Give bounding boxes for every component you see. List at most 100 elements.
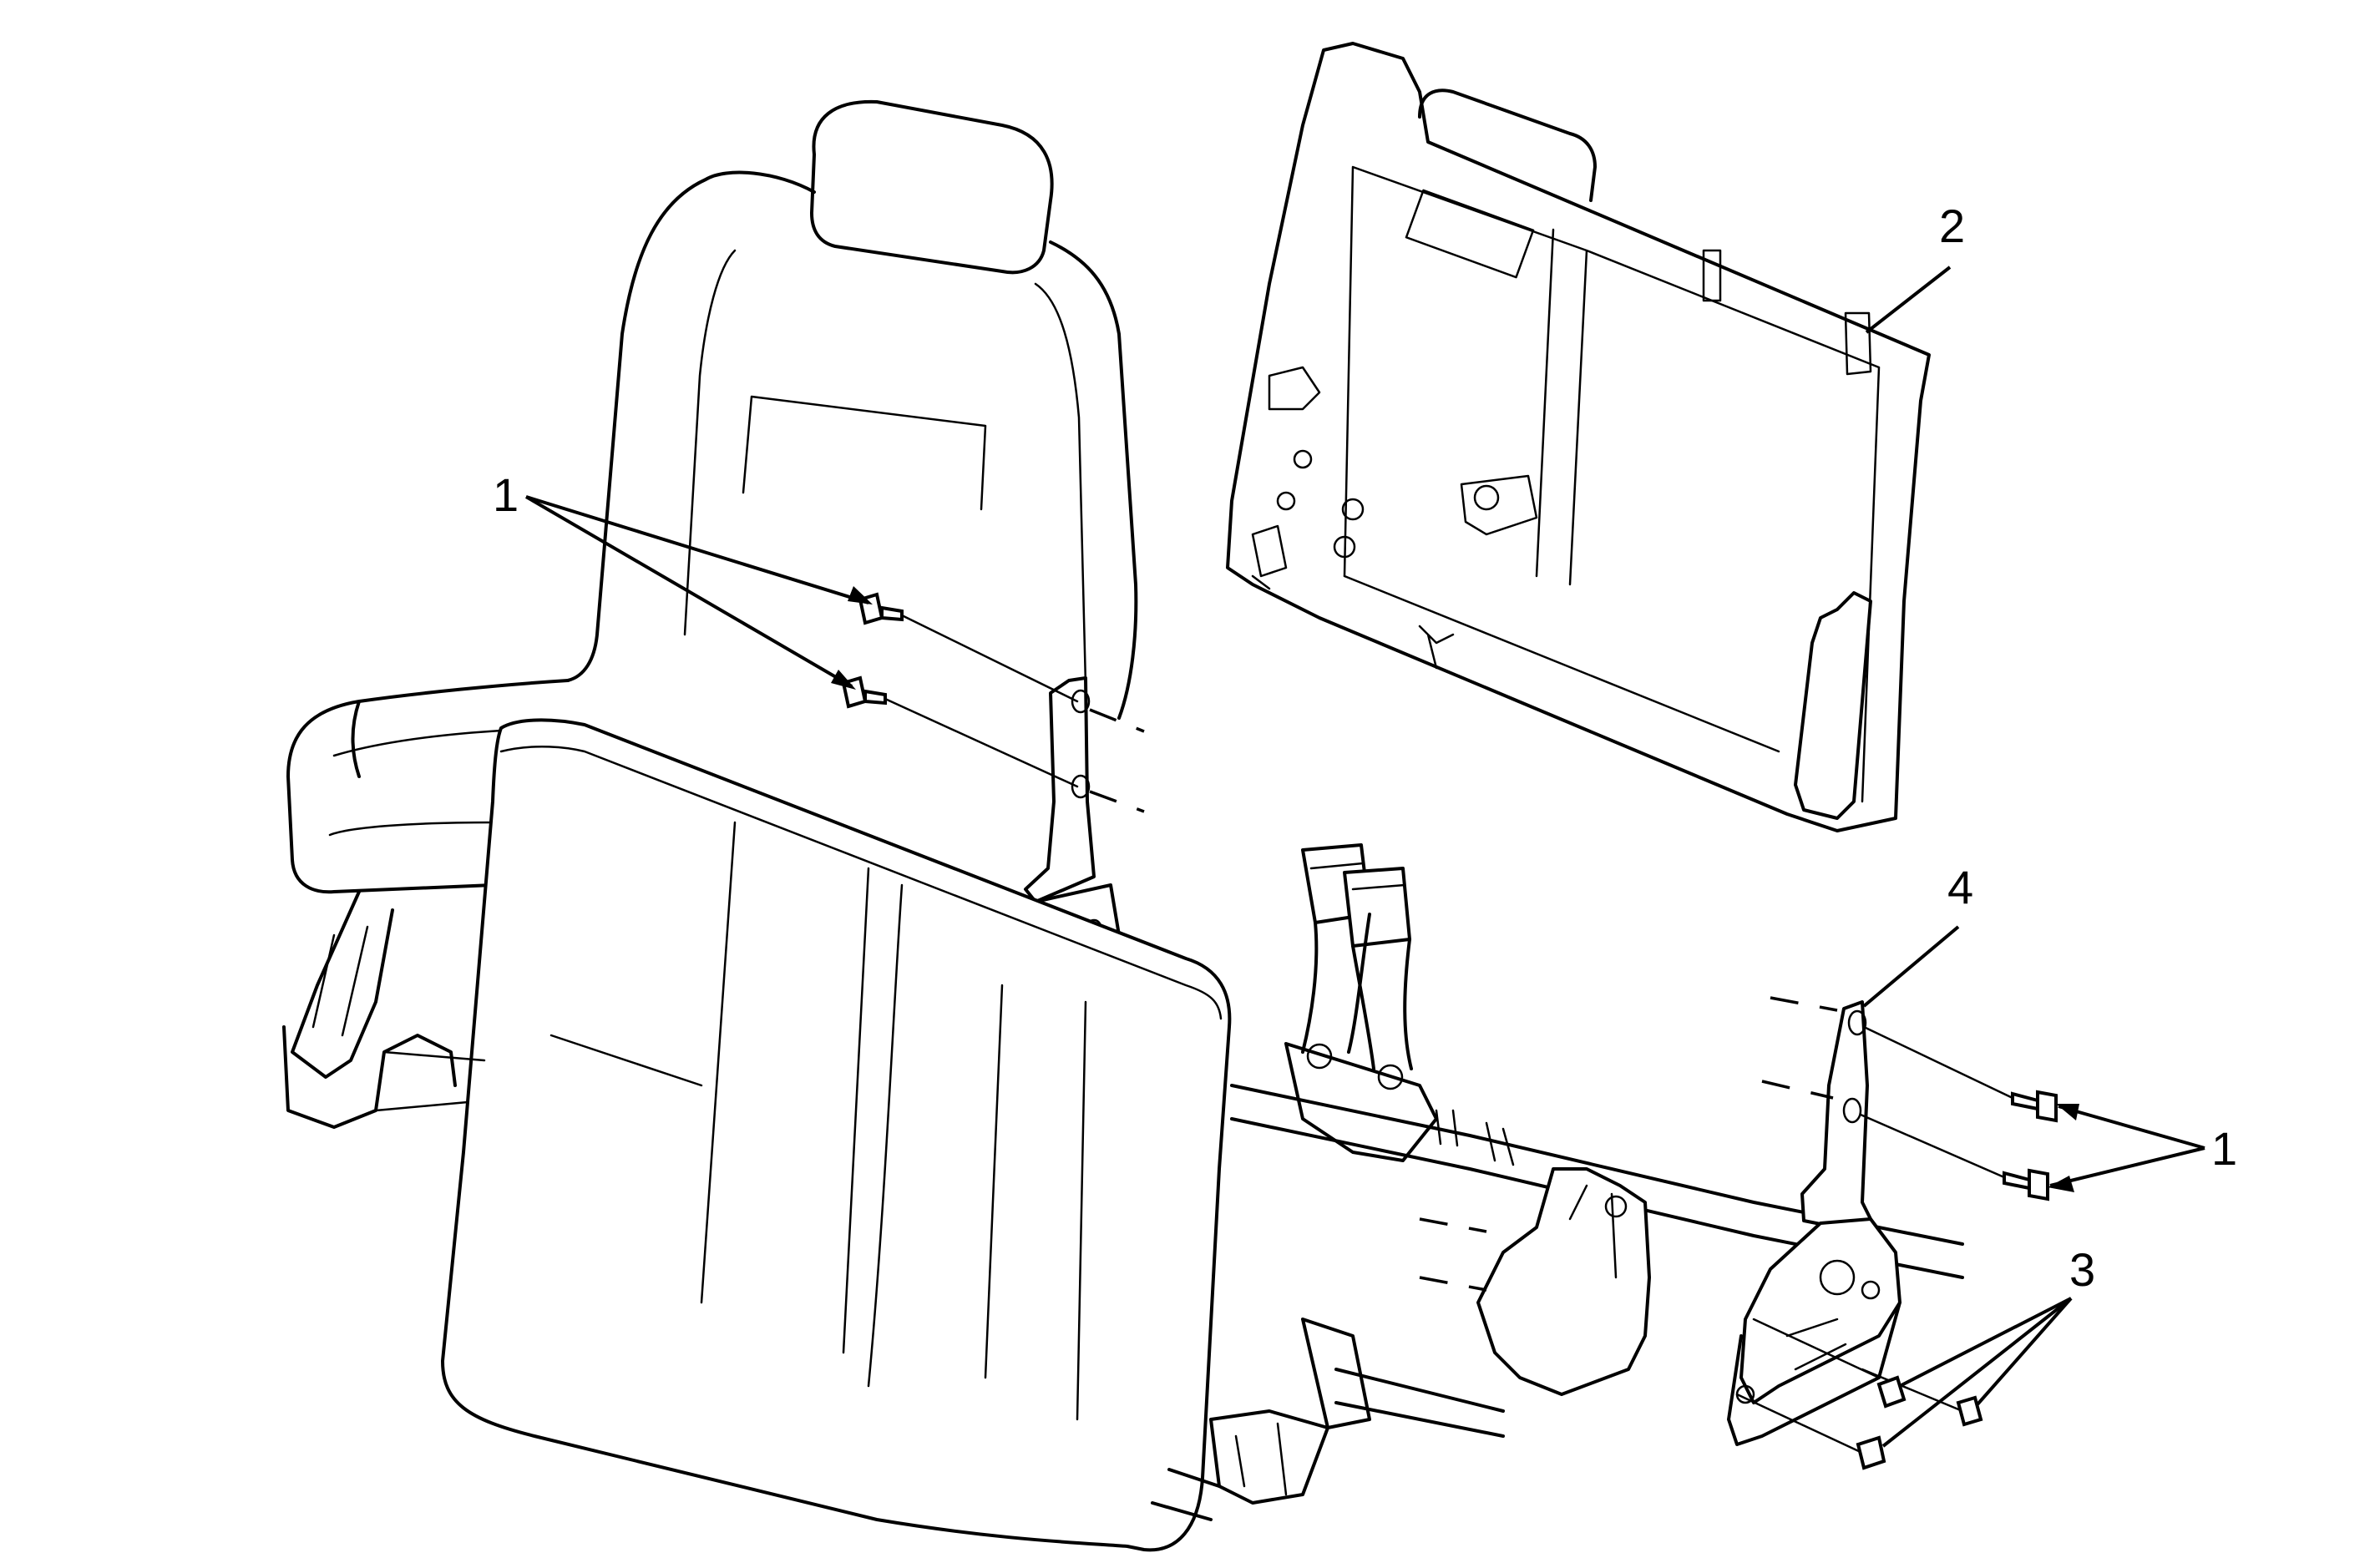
folded-seat-back-seam-2 (549, 883, 904, 1388)
cross-bar-tabs (1435, 1109, 1515, 1166)
arrow-1-left-lower (831, 670, 856, 690)
right-bolts (1761, 996, 2058, 1201)
frame-left-hinge (1251, 366, 1321, 578)
arrow-1-right-lower (2048, 1176, 2074, 1192)
frame-latch-post-left (1702, 249, 1722, 302)
cross-bar-lower-tube (1301, 1318, 1505, 1438)
leader-2 (1865, 266, 1952, 334)
frame-cross-member (1318, 574, 1789, 816)
frame-left-hole-4 (1333, 535, 1356, 559)
lower-floor-rail (1151, 1468, 1221, 1521)
dash-center-upper (1419, 1217, 1487, 1233)
dash-lower-right (1761, 1080, 1834, 1100)
bolt-path-upper-left (900, 614, 1079, 703)
lower-foot-bracket-detail (1234, 1422, 1288, 1496)
right-bracket-detail (1785, 1318, 1847, 1371)
buckle-strap-left (1301, 913, 1371, 1054)
folded-seat-back-seam-1 (700, 821, 870, 1354)
leader-4 (1862, 925, 1960, 1008)
seat-back-inner (683, 249, 1087, 686)
lower-foot-bracket (1209, 1409, 1329, 1505)
bolt3-a (1876, 1375, 1907, 1409)
leader-3-c (1976, 1297, 2073, 1406)
callout-4: 4 (1947, 861, 1973, 913)
bolt3-path-3 (1861, 1368, 1964, 1413)
leader-1-right-lower (2049, 1146, 2205, 1187)
bolt-lower-right (2003, 1168, 2049, 1201)
bolt-lower-left (841, 675, 887, 709)
recliner-pin (1861, 1280, 1881, 1300)
buckle-right (1343, 867, 1411, 948)
left-seat-frame (282, 890, 486, 1129)
left-bracket-hole-lower (1071, 774, 1091, 799)
recliner-pivot (1819, 1259, 1856, 1296)
bolt3-c (1956, 1395, 1983, 1427)
seat-back-frame (1226, 42, 1931, 832)
seat-belt-buckles (1284, 843, 1438, 1162)
left-frame-leg-inner (311, 925, 369, 1037)
center-mount-bracket-body (1476, 1167, 1651, 1396)
callout-3: 3 (2069, 1243, 2095, 1296)
frame-bottom-clip (1251, 574, 1455, 670)
center-mount-bracket (1419, 1167, 1651, 1396)
right-bracket-hole-upper (1847, 1009, 1867, 1036)
seat-back (286, 99, 1138, 894)
folded-seat-back-panel (984, 984, 1087, 1421)
bolt3-b (1856, 1435, 1886, 1470)
leader-3-a (1899, 1297, 2072, 1388)
callout-1-right: 1 (2211, 1122, 2237, 1175)
callout-leaders (524, 266, 2205, 1448)
leader-1-right-upper (2058, 1105, 2205, 1150)
seat-back-outer (566, 170, 1138, 720)
bolt3-path-2 (1735, 1393, 1864, 1454)
bolt-path-lower-left (884, 697, 1079, 788)
dash-upper-right (1770, 996, 1838, 1012)
frame-latch-post-right (1844, 311, 1872, 376)
bolt-upper-right (2011, 1090, 2058, 1123)
callout-1-left: 1 (493, 468, 519, 521)
folded-seat-back (441, 718, 1232, 1552)
leader-3-b (1881, 1297, 2073, 1448)
frame-left-hole-2 (1276, 491, 1296, 511)
frame-inner-outline (1343, 165, 1881, 803)
frame-top-handle (1418, 89, 1597, 202)
bolt3-path-1 (1752, 1318, 1881, 1379)
left-bracket-hole-upper (1071, 689, 1091, 714)
seat-cushion-left-inner (328, 729, 503, 837)
buckle-right-slot (1351, 883, 1406, 891)
folded-seat-back-outer (441, 718, 1232, 1552)
arrow-1-left-upper (848, 586, 873, 604)
frame-center-bolt (1473, 484, 1500, 511)
right-bracket-hole-lower (1842, 1097, 1862, 1124)
buckle-mount-plate (1284, 1042, 1438, 1162)
leader-1-left-lower (524, 495, 853, 688)
frame-right-side-bracket (1794, 591, 1872, 820)
frame-left-hole-3 (1341, 498, 1365, 521)
right-recliner-mechanism (1739, 1217, 1901, 1404)
folded-seat-back-top-edge (499, 746, 1223, 1020)
dash-upper-left (1089, 708, 1145, 733)
headrest (810, 99, 1054, 275)
frame-left-hole-1 (1293, 449, 1313, 469)
buckle-left-slot (1309, 862, 1365, 870)
left-frame-foot (282, 1025, 457, 1129)
frame-upper-plate (1405, 189, 1535, 279)
bolt-path-upper-right (1862, 1025, 2014, 1100)
right-bracket-base-plate (1727, 1301, 1901, 1446)
left-bracket-arm (1024, 676, 1096, 903)
buckle-strap-right (1351, 938, 1413, 1070)
bolt-path-lower-right (1859, 1113, 2006, 1179)
left-frame-leg (291, 890, 394, 1079)
center-mount-bracket-detail (1568, 1184, 1618, 1279)
callout-2: 2 (1939, 200, 1965, 252)
left-bolts (841, 592, 1145, 813)
buckle-anchor-right (1377, 1064, 1404, 1090)
arrow-1-right-upper (2056, 1104, 2079, 1120)
dash-lower-left (1089, 790, 1145, 813)
left-frame-rail (374, 1050, 486, 1112)
seat-cushion-left (286, 679, 570, 894)
callout-labels: 1 2 4 1 3 (493, 200, 2237, 1296)
right-recliner-bracket (1727, 1000, 1901, 1446)
lower-right-bolts (1735, 1318, 1983, 1470)
